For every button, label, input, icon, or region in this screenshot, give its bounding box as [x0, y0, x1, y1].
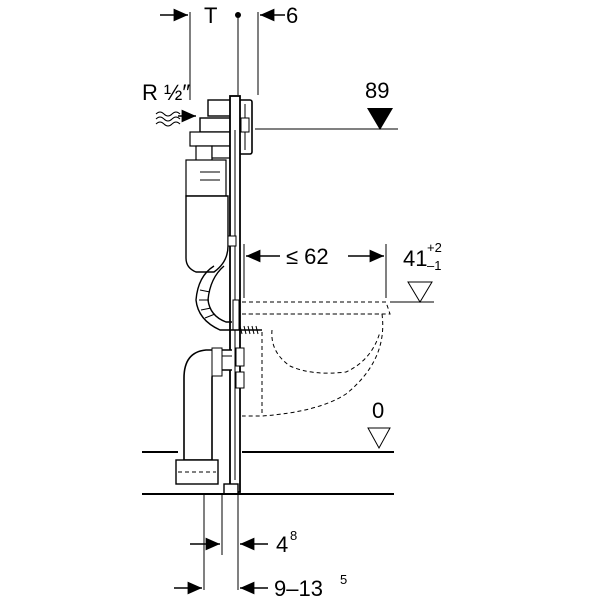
toilet-bowl [242, 301, 391, 417]
flush-height-marker: 89 [255, 78, 398, 130]
bowl-height-tolerance-plus: +2 [427, 240, 442, 255]
bowl-body-outline [242, 313, 384, 417]
level-triangle-outline-icon [407, 281, 433, 303]
cistern-tank [185, 195, 229, 273]
frame [223, 95, 262, 495]
connection-label: R ½″ [142, 80, 190, 105]
level-triangle-outline-icon-floor [367, 427, 391, 450]
bowl-height-tolerance-minus: –1 [427, 258, 441, 273]
wall-gap-dimension: 9–13 5 [174, 572, 347, 600]
wall-gap-sup: 5 [340, 572, 347, 587]
offset-top-label: 6 [286, 3, 298, 28]
cistern [185, 99, 253, 273]
floor-level-marker: 0 [142, 398, 394, 495]
frame-depth-label: 4 [276, 532, 288, 557]
frame-depth-dimension: 4 8 [190, 494, 297, 590]
frame-foot [223, 483, 239, 495]
wall-gap-label: 9–13 [274, 576, 323, 600]
bowl-height-marker: 41 +2 –1 [390, 240, 442, 303]
top-dimension: T 6 [160, 3, 298, 100]
depth-label: T [204, 3, 217, 28]
level-triangle-filled-icon [367, 108, 393, 130]
frame-depth-sup: 8 [290, 528, 297, 543]
bowl-seat-outline [242, 301, 391, 315]
drain-outlet [175, 459, 219, 485]
center-dot [235, 12, 241, 18]
flush-height-label: 89 [365, 78, 389, 103]
water-wave-icon [155, 111, 181, 117]
bowl-projection-dimension: ≤ 62 [243, 244, 387, 298]
drain-bend [175, 347, 232, 485]
bowl-height-label: 41 [403, 246, 427, 271]
bowl-projection-label: ≤ 62 [286, 244, 329, 269]
flush-bend [195, 265, 232, 331]
water-connection: R ½″ [142, 80, 196, 127]
floor-level-label: 0 [372, 398, 384, 423]
